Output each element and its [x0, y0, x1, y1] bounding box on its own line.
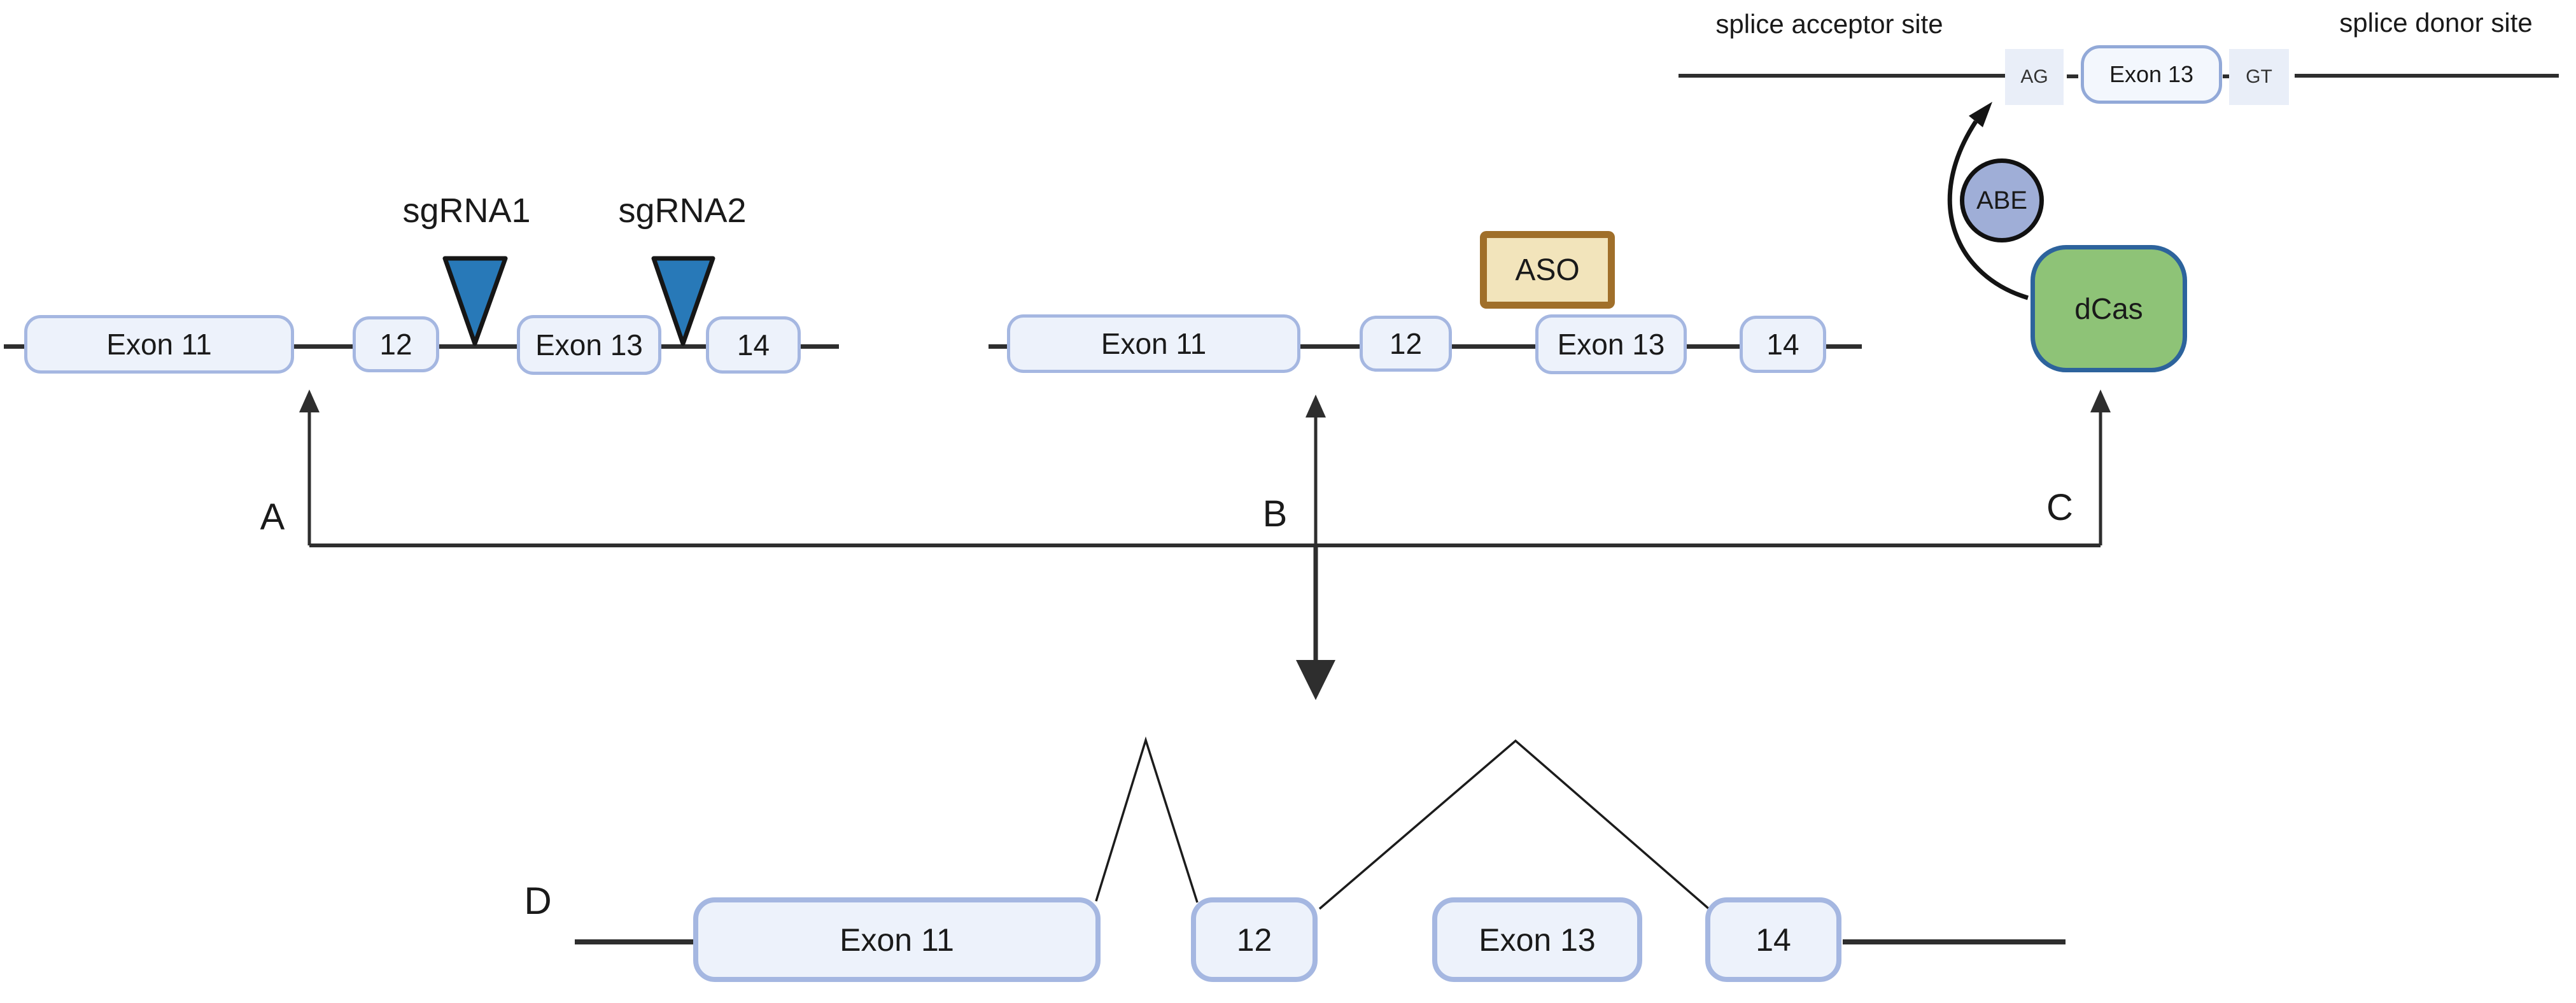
panel-d-line-right	[1843, 939, 2066, 944]
panel-d-exon13-box: Exon 13	[1432, 897, 1642, 982]
sgrna1-text: sgRNA1	[402, 192, 531, 230]
panel-b-exon13-box: Exon 13	[1535, 314, 1687, 374]
abe-label: ABE	[1976, 186, 2028, 214]
panel-a-exon14-box: 14	[706, 316, 801, 374]
dcas-label: dCas	[2074, 292, 2143, 325]
exon-label: Exon 13	[2109, 61, 2194, 87]
panel-c-dna-line-left	[1679, 74, 2005, 78]
ag-text: AG	[2020, 66, 2048, 87]
splice-donor-site-label: splice donor site	[2299, 6, 2573, 39]
gt-splice-donor-tag: GT	[2229, 49, 2289, 105]
panel-d-exon14-box: 14	[1705, 897, 1841, 982]
arrow-down-icon	[1296, 660, 1335, 700]
sgrna2-triangle-icon	[651, 256, 715, 346]
arrow-b-up-icon	[1306, 395, 1326, 417]
panel-b-exon12-box: 12	[1360, 316, 1452, 372]
exon-label: 14	[1766, 328, 1799, 361]
exon-label: Exon 11	[106, 328, 212, 361]
splice-donor-text: splice donor site	[2339, 8, 2533, 38]
panel-c-letter: C	[2034, 487, 2085, 528]
panel-d-exon11-box: Exon 11	[693, 897, 1101, 982]
arrow-c-up-icon	[2090, 389, 2111, 412]
panel-b-exon11-box: Exon 11	[1007, 314, 1300, 373]
panel-a-letter: A	[247, 496, 298, 538]
exon-label: Exon 11	[1101, 327, 1207, 360]
panel-letter-text: D	[524, 879, 552, 922]
exon-label: 12	[379, 328, 412, 361]
exon-label: Exon 13	[1557, 328, 1665, 361]
panel-b-exon14-box: 14	[1740, 316, 1826, 373]
panel-a-exon12-box: 12	[353, 316, 439, 372]
abe-circle: ABE	[1960, 158, 2044, 242]
panel-d-exon12-box: 12	[1191, 897, 1318, 982]
ag-splice-acceptor-tag: AG	[2005, 49, 2064, 105]
panel-c-exon13-box: Exon 13	[2081, 45, 2222, 104]
splice-line-exon11-12	[1095, 736, 1199, 903]
exon-label: 14	[1756, 922, 1791, 958]
dcas-box: dCas	[2031, 245, 2187, 372]
aso-box: ASO	[1480, 231, 1615, 309]
exon-label: Exon 11	[840, 922, 954, 958]
abe-editing-arrowhead-icon	[1969, 102, 1992, 127]
panel-c-dna-line-right	[2295, 74, 2559, 78]
aso-label: ASO	[1515, 253, 1580, 287]
panel-d-line-left	[575, 939, 697, 944]
splice-acceptor-text: splice acceptor site	[1715, 9, 1943, 39]
sgrna1-label: sgRNA1	[371, 188, 562, 234]
gt-text: GT	[2246, 66, 2272, 87]
panel-c-dash-left	[2067, 74, 2078, 78]
splice-line-12-14-skip-exon13	[1318, 739, 1712, 911]
exon-label: 14	[736, 328, 770, 361]
exon-label: 12	[1389, 327, 1423, 360]
sgrna1-triangle-icon	[442, 256, 508, 346]
sgrna2-text: sgRNA2	[618, 192, 747, 230]
exon-label: Exon 13	[535, 328, 643, 361]
panel-b-letter: B	[1249, 493, 1300, 535]
panel-c-dash-right	[2223, 74, 2230, 78]
panel-d-letter: D	[512, 880, 563, 922]
panel-letter-text: A	[260, 496, 285, 538]
panel-letter-text: C	[2046, 486, 2073, 528]
splice-acceptor-site-label: splice acceptor site	[1667, 8, 1992, 41]
exon-label: 12	[1236, 922, 1272, 958]
panel-a-exon13-box: Exon 13	[517, 315, 661, 375]
arrow-a-up-icon	[299, 389, 320, 412]
panel-a-exon11-box: Exon 11	[24, 315, 294, 374]
sgrna2-label: sgRNA2	[587, 188, 778, 234]
panel-letter-text: B	[1262, 493, 1288, 535]
exon-label: Exon 13	[1479, 922, 1596, 958]
